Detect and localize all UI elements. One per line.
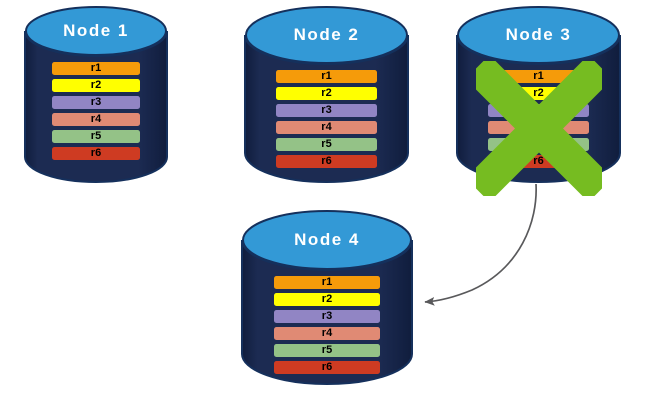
row-bar-r3[interactable]: r3 (52, 96, 140, 109)
row-bar-r2[interactable]: r2 (274, 293, 380, 306)
row-label: r4 (533, 121, 544, 133)
row-bar-r2[interactable]: r2 (276, 87, 377, 100)
row-label: r3 (321, 310, 333, 322)
row-bar-r1[interactable]: r1 (488, 70, 589, 83)
row-bar-r4[interactable]: r4 (52, 113, 140, 126)
row-bar-r5[interactable]: r5 (276, 138, 377, 151)
row-label: r6 (90, 147, 102, 159)
row-bar-r3[interactable]: r3 (488, 104, 589, 117)
row-bar-r4[interactable]: r4 (274, 327, 380, 340)
row-bar-r5[interactable]: r5 (488, 138, 589, 151)
row-label: r3 (533, 104, 544, 116)
row-bar-r6[interactable]: r6 (488, 155, 589, 168)
row-label: r5 (321, 344, 333, 356)
cylinder-top-ellipse (457, 6, 620, 64)
row-bar-r3[interactable]: r3 (276, 104, 377, 117)
cylinder-top-ellipse (25, 6, 167, 56)
row-bar-r6[interactable]: r6 (52, 147, 140, 160)
row-bar-r2[interactable]: r2 (488, 87, 589, 100)
row-label: r2 (321, 87, 332, 99)
row-label: r4 (90, 113, 102, 125)
row-bar-r6[interactable]: r6 (276, 155, 377, 168)
arrow-path (424, 183, 537, 306)
row-bar-r5[interactable]: r5 (274, 344, 380, 357)
row-label: r5 (321, 138, 332, 150)
cylinder-top-ellipse (242, 210, 412, 270)
row-list: r1 r2 r3 r4 r5 r6 (25, 62, 167, 160)
row-list: r1 r2 r3 r4 r5 r6 (457, 70, 620, 168)
row-label: r4 (321, 121, 332, 133)
row-bar-r1[interactable]: r1 (276, 70, 377, 83)
row-label: r3 (321, 104, 332, 116)
row-label: r6 (321, 361, 333, 373)
row-label: r1 (90, 62, 102, 74)
row-label: r1 (533, 70, 544, 82)
row-bar-r5[interactable]: r5 (52, 130, 140, 143)
row-bar-r4[interactable]: r4 (488, 121, 589, 134)
row-list: r1 r2 r3 r4 r5 r6 (242, 276, 412, 374)
row-label: r2 (533, 87, 544, 99)
row-label: r4 (321, 327, 333, 339)
row-label: r1 (321, 70, 332, 82)
row-label: r6 (321, 155, 332, 167)
row-bar-r6[interactable]: r6 (274, 361, 380, 374)
row-label: r5 (533, 138, 544, 150)
row-bar-r2[interactable]: r2 (52, 79, 140, 92)
row-label: r2 (90, 79, 102, 91)
row-label: r3 (90, 96, 102, 108)
row-label: r2 (321, 293, 333, 305)
cylinder-top-ellipse (245, 6, 408, 64)
row-label: r1 (321, 276, 333, 288)
row-bar-r4[interactable]: r4 (276, 121, 377, 134)
row-bar-r1[interactable]: r1 (274, 276, 380, 289)
row-bar-r1[interactable]: r1 (52, 62, 140, 75)
row-label: r6 (533, 155, 544, 167)
row-bar-r3[interactable]: r3 (274, 310, 380, 323)
row-label: r5 (90, 130, 102, 142)
row-list: r1 r2 r3 r4 r5 r6 (245, 70, 408, 168)
